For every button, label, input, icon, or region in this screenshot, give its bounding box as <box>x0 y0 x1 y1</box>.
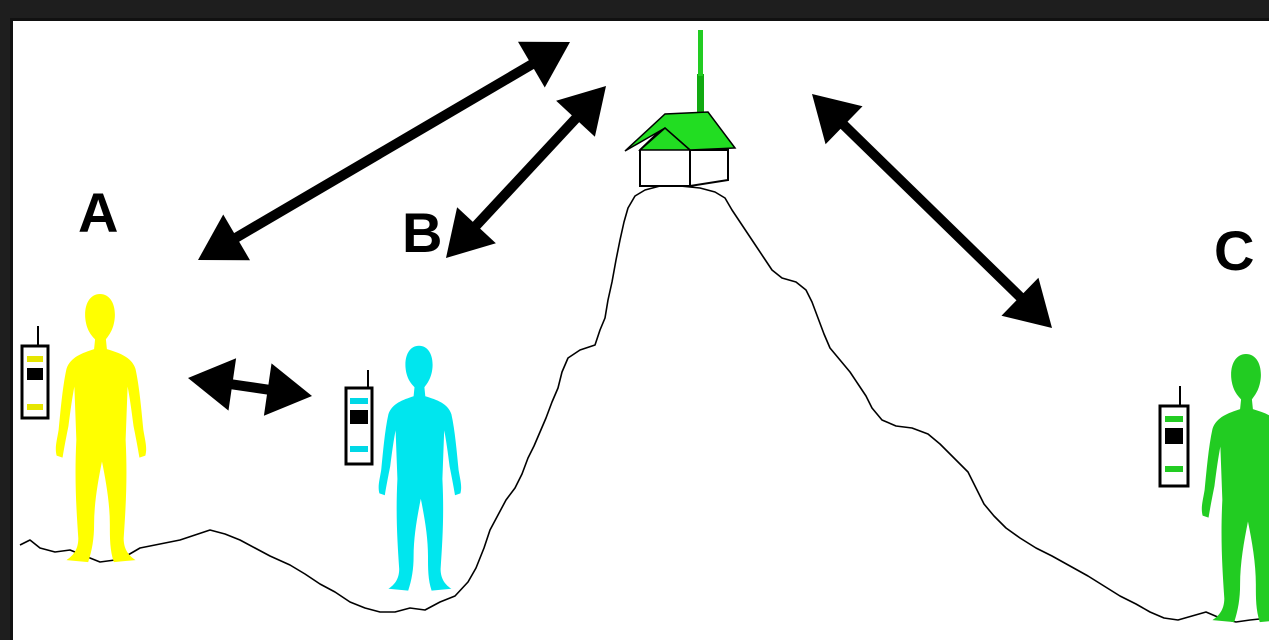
antenna-mast <box>697 74 704 122</box>
person-a-silhouette <box>55 293 147 563</box>
antenna-tip <box>698 30 703 76</box>
arrows-group <box>188 41 1052 416</box>
label-a: A <box>78 181 118 244</box>
person-a-group <box>20 293 147 563</box>
arrow-b-to-station <box>446 86 606 258</box>
arrow-a-to-b <box>188 358 312 416</box>
person-b-group <box>344 345 462 591</box>
house-roof-gable <box>638 127 692 151</box>
label-b: B <box>402 201 442 264</box>
arrow-a-to-b-head-start <box>188 358 237 411</box>
base-station-building <box>624 30 737 188</box>
arrow-b-to-station-shaft <box>468 111 584 233</box>
arrow-station-to-c-head-start <box>812 94 863 145</box>
arrow-a-to-station <box>198 41 570 261</box>
arrow-station-to-c <box>812 94 1052 328</box>
radio-a-icon <box>20 326 50 420</box>
house-side-wall <box>689 149 729 188</box>
arrow-a-to-station-head-end <box>518 41 570 88</box>
radio-b-icon <box>344 370 374 466</box>
person-b-silhouette <box>378 345 462 591</box>
person-c-group <box>1158 353 1269 623</box>
arrow-b-to-station-head-start <box>446 207 496 258</box>
arrow-station-to-c-shaft <box>836 117 1028 305</box>
arrow-b-to-station-head-end <box>556 86 606 137</box>
arrow-a-to-b-head-end <box>263 363 312 416</box>
diagram-panel <box>10 18 1269 640</box>
arrow-station-to-c-head-end <box>1001 277 1052 328</box>
arrow-a-to-b-shaft <box>225 378 275 396</box>
label-c: C <box>1214 219 1254 282</box>
arrow-a-to-station-head-start <box>198 214 250 261</box>
person-c-silhouette <box>1201 353 1269 623</box>
terrain-profile <box>19 185 1269 623</box>
arrow-a-to-station-shaft <box>229 57 539 245</box>
radio-c-icon <box>1158 386 1190 488</box>
